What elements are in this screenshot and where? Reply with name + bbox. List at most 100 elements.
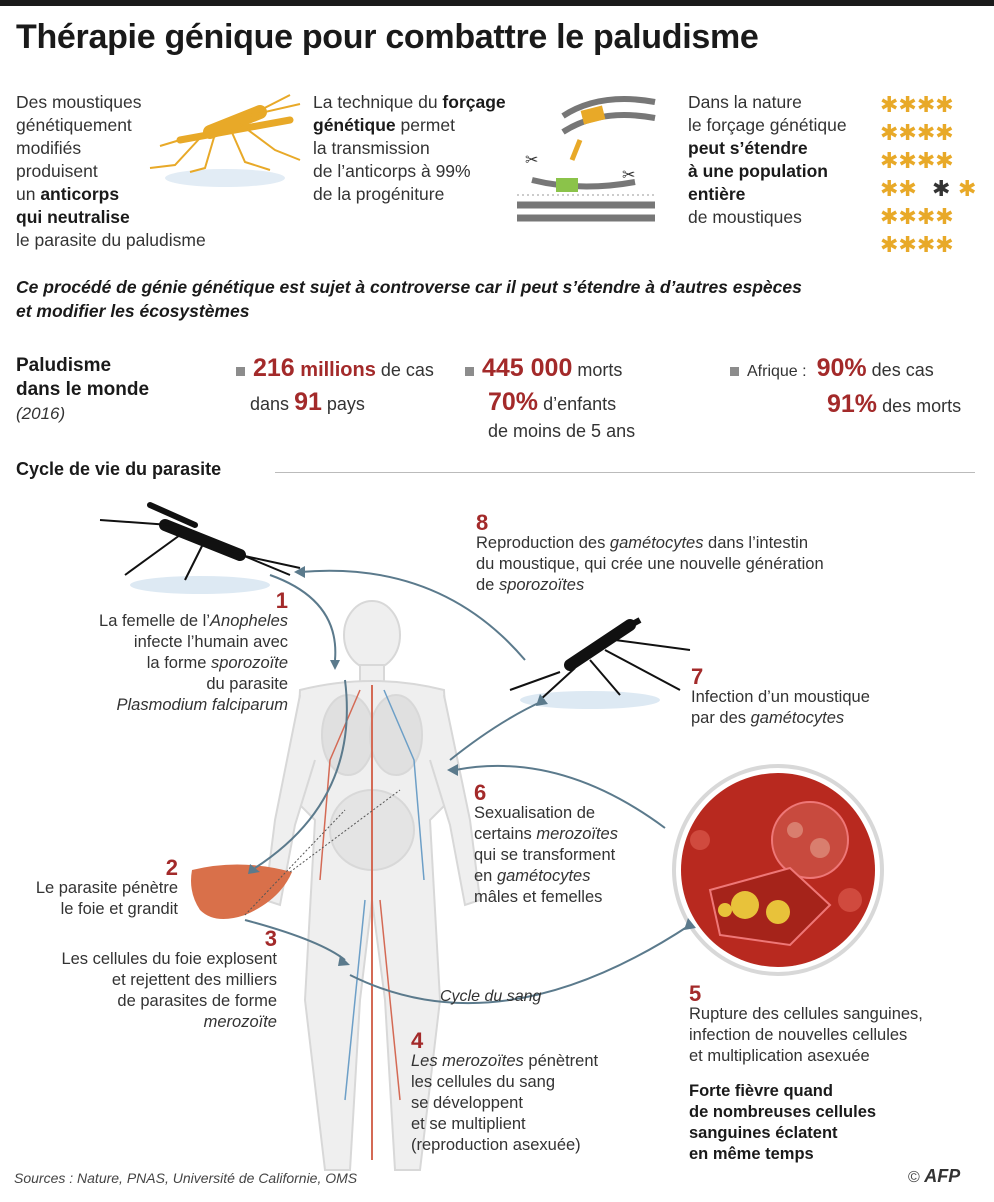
stat-line: dans 91 pays: [236, 386, 434, 420]
intro-1-line: produisent: [16, 161, 98, 181]
step-line: de parasites de forme: [117, 992, 277, 1010]
arrow-3: [244, 919, 346, 961]
intro-bold: qui neutralise: [16, 207, 130, 227]
svg-text:✂: ✂: [525, 152, 538, 169]
step-line: Le parasite pénètre: [35, 879, 178, 897]
step-line: Infection d’un moustique: [691, 688, 870, 706]
intro-col-3: Dans la nature le forçage génétique peut…: [688, 91, 847, 229]
intro-bold: anticorps: [40, 184, 120, 204]
sources: Sources : Nature, PNAS, Université de Ca…: [14, 1170, 358, 1186]
intro-2-line: la transmission: [313, 138, 430, 158]
step-italic: Plasmodium falciparum: [116, 696, 288, 714]
step-line: Les cellules du foie explosent: [61, 950, 277, 968]
intro-bold: entière: [688, 184, 746, 204]
fever-line: de nombreuses cellules: [689, 1103, 877, 1121]
intro-3-line: le forçage génétique: [688, 115, 847, 135]
step-1: 1 La femelle de l’Anopheles infecte l’hu…: [40, 590, 288, 716]
step-4: 4 Les merozoïtes pénètrent les cellules …: [411, 1030, 651, 1156]
step-7: 7 Infection d’un moustique par des gamét…: [691, 666, 951, 729]
svg-text:✱✱✱✱: ✱✱✱✱: [880, 233, 954, 258]
step-line: et rejettent des milliers: [111, 971, 277, 989]
fever-line: Forte fièvre quand: [689, 1082, 833, 1100]
stat-value: 91: [294, 388, 322, 416]
cycle-arrows: [244, 569, 691, 1004]
step-5: 5 Rupture des cellules sanguines, infect…: [689, 983, 989, 1165]
intro-3-line: peut s’étendre: [688, 137, 847, 160]
stats-title-line: Paludisme: [16, 355, 112, 376]
stat-value: 91%: [827, 390, 878, 418]
step-text: de: [476, 576, 499, 594]
step-line: de sporozoïtes: [476, 575, 916, 596]
intro-1-line: le parasite du paludisme: [16, 230, 206, 250]
step-line: qui se transforment: [474, 846, 616, 864]
stat-text: d’enfants: [543, 394, 617, 414]
intro-3-line: Dans la nature: [688, 92, 802, 112]
stat-unit: millions: [300, 359, 376, 381]
step-number: 7: [691, 664, 704, 689]
liver-icon: [191, 789, 401, 919]
step-italic: Anopheles: [210, 612, 288, 630]
step-number: 1: [275, 588, 288, 613]
dna-icon: ✂ ✂: [517, 96, 656, 222]
gm-mosquito-icon: [149, 94, 301, 187]
intro-1-line: qui neutralise: [16, 206, 206, 229]
intro-col-1: Des moustiques génétiquement modifiés pr…: [16, 91, 206, 252]
svg-text:✱: ✱: [932, 177, 950, 202]
intro-3-line: de moustiques: [688, 207, 802, 227]
stat-value: 216: [253, 354, 295, 382]
step-text: La femelle de l’: [99, 612, 211, 630]
step-line: merozoïte: [0, 1012, 277, 1033]
controversy-note: Ce procédé de génie génétique est sujet …: [16, 275, 976, 323]
arrow-2: [254, 679, 348, 869]
step-text: par des: [691, 709, 751, 727]
step-text: en: [474, 867, 497, 885]
arrow-7: [449, 699, 546, 761]
human-body-icon: [263, 600, 482, 1171]
step-line: en gamétocytes: [474, 866, 674, 887]
step-line: le foie et grandit: [60, 900, 178, 918]
stats-title: Paludisme dans le monde: [16, 354, 149, 402]
stat-deaths: 445 000 morts 70% d’enfants de moins de …: [465, 352, 635, 442]
blood-cycle-label: Cycle du sang: [440, 988, 542, 1005]
step-line: se développent: [411, 1094, 523, 1112]
arrow-4: [349, 924, 691, 1004]
step-line: et multiplication asexuée: [689, 1047, 870, 1065]
intro-1-line: un anticorps: [16, 183, 206, 206]
step-text: certains: [474, 825, 537, 843]
step-line: Sexualisation de: [474, 804, 596, 822]
stat-line: 70% d’enfants: [465, 386, 635, 420]
stat-cases: 216 millions de cas dans 91 pays: [236, 352, 434, 420]
stat-value: 90%: [816, 354, 867, 382]
step-italic: sporozoïte: [210, 654, 288, 672]
step-line: du parasite: [206, 675, 288, 693]
controversy-line: et modifier les écosystèmes: [16, 301, 250, 321]
fever-line: en même temps: [689, 1145, 814, 1163]
step-line: la forme sporozoïte: [40, 653, 288, 674]
stat-text: morts: [577, 360, 623, 380]
intro-2-line: génétique permet: [313, 114, 506, 137]
top-bar: [0, 0, 994, 6]
step-line: (reproduction asexuée): [411, 1136, 581, 1154]
step-italic: gamétocytes: [609, 534, 704, 552]
step-line: Plasmodium falciparum: [40, 695, 288, 716]
step-italic: merozoïte: [203, 1013, 277, 1031]
step-line: Les merozoïtes pénètrent: [411, 1051, 651, 1072]
fever-line: sanguines éclatent: [689, 1124, 838, 1142]
intro-text: La technique du: [313, 92, 443, 112]
stat-text: pays: [326, 394, 365, 414]
cycle-title: Cycle de vie du parasite: [16, 459, 222, 479]
intro-text: un: [16, 184, 41, 204]
bullet-square: [236, 366, 245, 376]
stat-value: 445 000: [482, 354, 573, 382]
svg-text:✱: ✱: [958, 177, 976, 202]
copyright-symbol: ©: [908, 1169, 920, 1186]
step-number: 8: [476, 510, 489, 535]
step-italic: gamétocytes: [750, 709, 845, 727]
step-6: 6 Sexualisation de certains merozoïtes q…: [474, 782, 674, 908]
step-line: La femelle de l’Anopheles: [40, 611, 288, 632]
step-number: 3: [264, 926, 277, 951]
afp-logo: AFP: [924, 1166, 961, 1186]
step-line: du moustique, qui crée une nouvelle géné…: [476, 555, 824, 573]
bullet-square: [465, 366, 474, 376]
step-2: 2 Le parasite pénètre le foie et grandit: [0, 857, 178, 920]
